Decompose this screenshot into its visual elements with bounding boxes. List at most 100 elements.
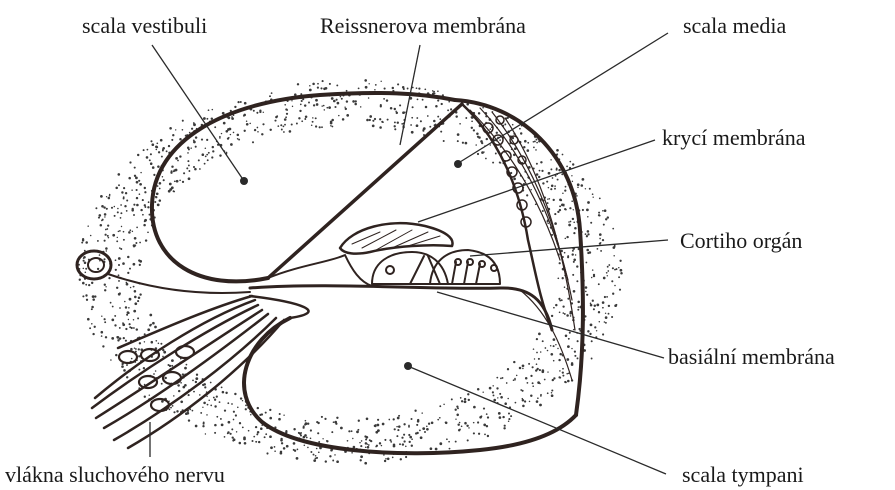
stipple-dot: [455, 409, 457, 411]
stipple-dot: [230, 143, 233, 146]
stipple-dot: [482, 391, 483, 392]
stipple-dot: [492, 385, 493, 386]
stipple-dot: [231, 117, 234, 120]
stipple-dot: [151, 143, 154, 146]
stipple-dot: [537, 397, 539, 399]
stipple-dot: [398, 415, 400, 417]
label-basialni-membrana: basiální membrána: [668, 344, 835, 369]
stipple-dot: [539, 404, 542, 407]
stipple-dot: [591, 277, 593, 279]
stipple-dot: [233, 438, 236, 441]
label-scala-media: scala media: [683, 13, 786, 38]
stipple-dot: [493, 394, 495, 396]
stipple-dot: [91, 306, 94, 309]
stipple-dot: [608, 264, 610, 266]
stipple-dot: [121, 365, 124, 368]
stipple-dot: [194, 168, 197, 171]
stipple-dot: [170, 172, 172, 174]
stipple-dot: [582, 209, 584, 211]
stipple-dot: [487, 435, 489, 437]
stipple-dot: [416, 424, 418, 426]
stipple-dot: [138, 348, 140, 350]
stipple-dot: [498, 412, 501, 415]
stipple-dot: [536, 352, 538, 354]
stipple-dot: [228, 421, 231, 424]
stipple-dot: [562, 375, 564, 377]
stipple-dot: [79, 279, 81, 281]
stipple-dot: [219, 136, 221, 138]
stipple-dot: [602, 307, 604, 309]
stipple-dot: [120, 212, 122, 214]
stipple-dot: [526, 382, 528, 384]
stipple-dot: [234, 106, 236, 108]
scala-tympani-outline: [244, 318, 576, 453]
stipple-dot: [117, 339, 119, 341]
stipple-dot: [214, 424, 217, 427]
stipple-dot: [329, 455, 331, 457]
stipple-dot: [269, 435, 272, 438]
stipple-dot: [134, 347, 135, 348]
stipple-dot: [587, 233, 589, 235]
stipple-dot: [465, 142, 468, 145]
stipple-dot: [171, 365, 173, 367]
stipple-dot: [144, 187, 146, 189]
stipple-dot: [604, 321, 606, 323]
auditory-nerve-fibers: [92, 296, 284, 448]
stipple-dot: [577, 340, 579, 342]
stipple-dot: [239, 422, 241, 424]
stipple-dot: [372, 125, 375, 128]
stipple-dot: [493, 399, 496, 402]
stipple-dot: [396, 435, 398, 437]
stipple-dot: [136, 328, 138, 330]
stipple-dot: [457, 407, 459, 409]
stipple-dot: [389, 439, 391, 441]
stipple-dot: [330, 125, 332, 127]
stipple-dot: [203, 402, 206, 405]
stipple-dot: [602, 239, 604, 241]
stipple-dot: [526, 194, 528, 196]
stipple-dot: [534, 358, 535, 359]
stipple-dot: [468, 399, 470, 401]
stipple-dot: [441, 103, 443, 105]
stipple-dot: [200, 412, 202, 414]
stipple-dot: [554, 222, 557, 225]
stipple-dot: [236, 431, 237, 432]
stipple-dot: [174, 180, 176, 182]
stipple-dot: [224, 410, 226, 412]
stipple-dot: [464, 400, 467, 403]
stipple-dot: [212, 146, 214, 148]
stipple-dot: [154, 201, 156, 203]
stipple-dot: [443, 404, 444, 405]
stipple-dot: [497, 397, 498, 398]
stipple-dot: [538, 358, 540, 360]
stipple-dot: [540, 161, 542, 163]
stipple-dot: [111, 207, 113, 209]
stipple-dot: [388, 419, 390, 421]
stipple-dot: [169, 183, 172, 186]
stipple-dot: [540, 395, 542, 397]
stipple-dot: [119, 307, 121, 309]
stipple-dot: [606, 296, 608, 298]
stipple-dot: [321, 126, 323, 128]
stipple-dot: [449, 448, 451, 450]
stipple-dot: [188, 170, 190, 172]
stipple-dot: [120, 217, 122, 219]
stipple-dot: [180, 382, 182, 384]
stipple-dot: [394, 108, 396, 110]
stipple-dot: [159, 199, 162, 202]
stipple-dot: [459, 123, 461, 125]
stipple-dot: [539, 170, 541, 172]
stipple-dot: [400, 458, 402, 460]
stipple-dot: [160, 139, 163, 142]
stipple-dot: [424, 88, 426, 90]
stipple-dot: [437, 116, 439, 118]
stipple-dot: [123, 187, 125, 189]
stipple-dot: [485, 158, 487, 160]
stipple-dot: [382, 121, 384, 123]
stipple-dot: [573, 329, 575, 331]
stipple-dot: [457, 140, 459, 142]
stipple-dot: [427, 115, 429, 117]
stipple-dot: [183, 172, 185, 174]
stipple-dot: [242, 400, 243, 401]
stipple-dot: [460, 397, 462, 399]
